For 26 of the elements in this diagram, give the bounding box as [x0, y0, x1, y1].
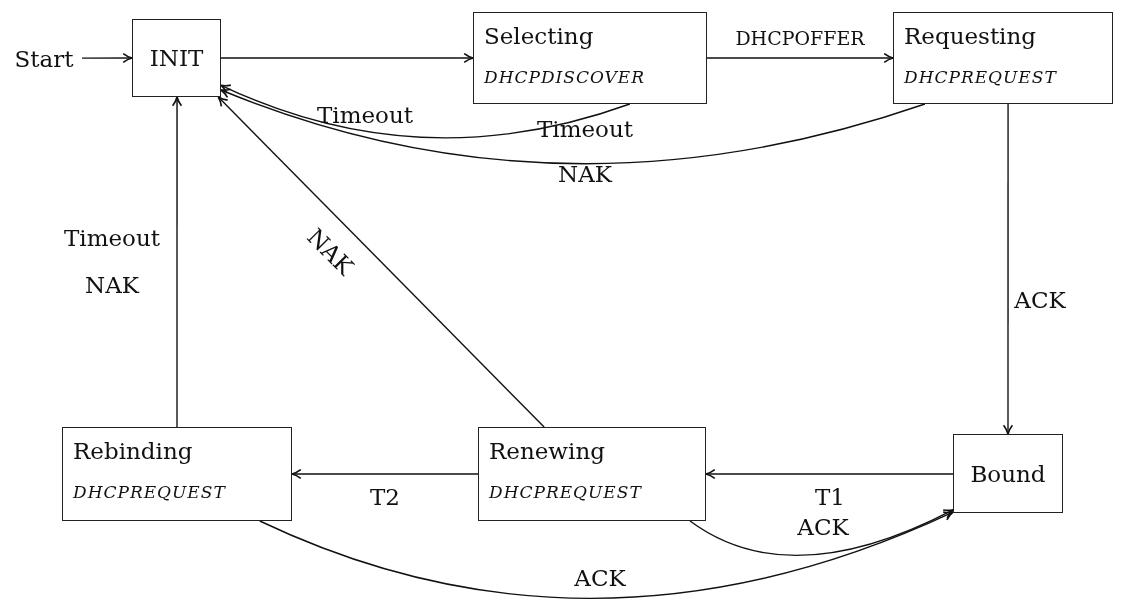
- edge-label: Timeout: [316, 103, 414, 127]
- state-name: Requesting: [904, 25, 1036, 48]
- edge-label: ACK: [1013, 288, 1067, 312]
- state-box: [893, 12, 1113, 104]
- state-name: Renewing: [489, 440, 605, 463]
- edge-label: ACK: [573, 566, 627, 590]
- start-label: Start: [14, 47, 74, 71]
- edge-label: ACK: [796, 515, 850, 539]
- message-name: DHCPREQUEST: [489, 484, 642, 501]
- state-box: [473, 12, 707, 104]
- edge-label: Timeout NAK: [63, 224, 161, 300]
- message-name: DHCPDISCOVER: [484, 69, 646, 86]
- state-box: [132, 19, 221, 97]
- state-box: [953, 434, 1063, 513]
- state-name: Rebinding: [73, 440, 193, 463]
- state-name: Bound: [970, 462, 1046, 485]
- edge-label: T2: [369, 485, 401, 509]
- edge-label: Timeout NAK: [536, 115, 634, 189]
- state-box: [478, 427, 706, 521]
- edge-label: DHCPOFFER: [734, 26, 866, 50]
- state-name: Selecting: [484, 25, 594, 48]
- message-name: DHCPREQUEST: [73, 484, 226, 501]
- edge-label: T1: [814, 485, 846, 509]
- state-box: [62, 427, 292, 521]
- state-name: INIT: [149, 46, 204, 70]
- message-name: DHCPREQUEST: [904, 69, 1057, 86]
